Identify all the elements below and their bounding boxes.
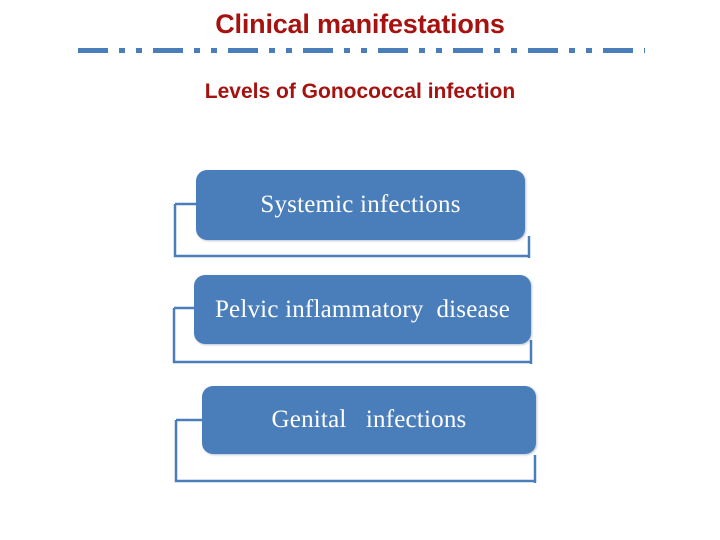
diagram-node-label: Pelvic inflammatory disease xyxy=(214,295,511,323)
page-subtitle: Levels of Gonococcal infection xyxy=(204,80,516,103)
diagram-node-systemic-infections[interactable]: Systemic infections xyxy=(196,170,525,240)
diagram-node-pelvic-inflammatory-disease[interactable]: Pelvic inflammatory disease xyxy=(194,275,531,344)
title-divider xyxy=(78,48,645,53)
page-title: Clinical manifestations xyxy=(215,9,505,39)
diagram-node-label: Genital infections xyxy=(271,406,467,433)
diagram-node-label: Systemic infections xyxy=(260,191,461,218)
diagram-node-genital-infections[interactable]: Genital infections xyxy=(202,386,536,454)
bracket-connector-1 xyxy=(173,202,531,258)
bracket-connector-3 xyxy=(174,418,537,483)
